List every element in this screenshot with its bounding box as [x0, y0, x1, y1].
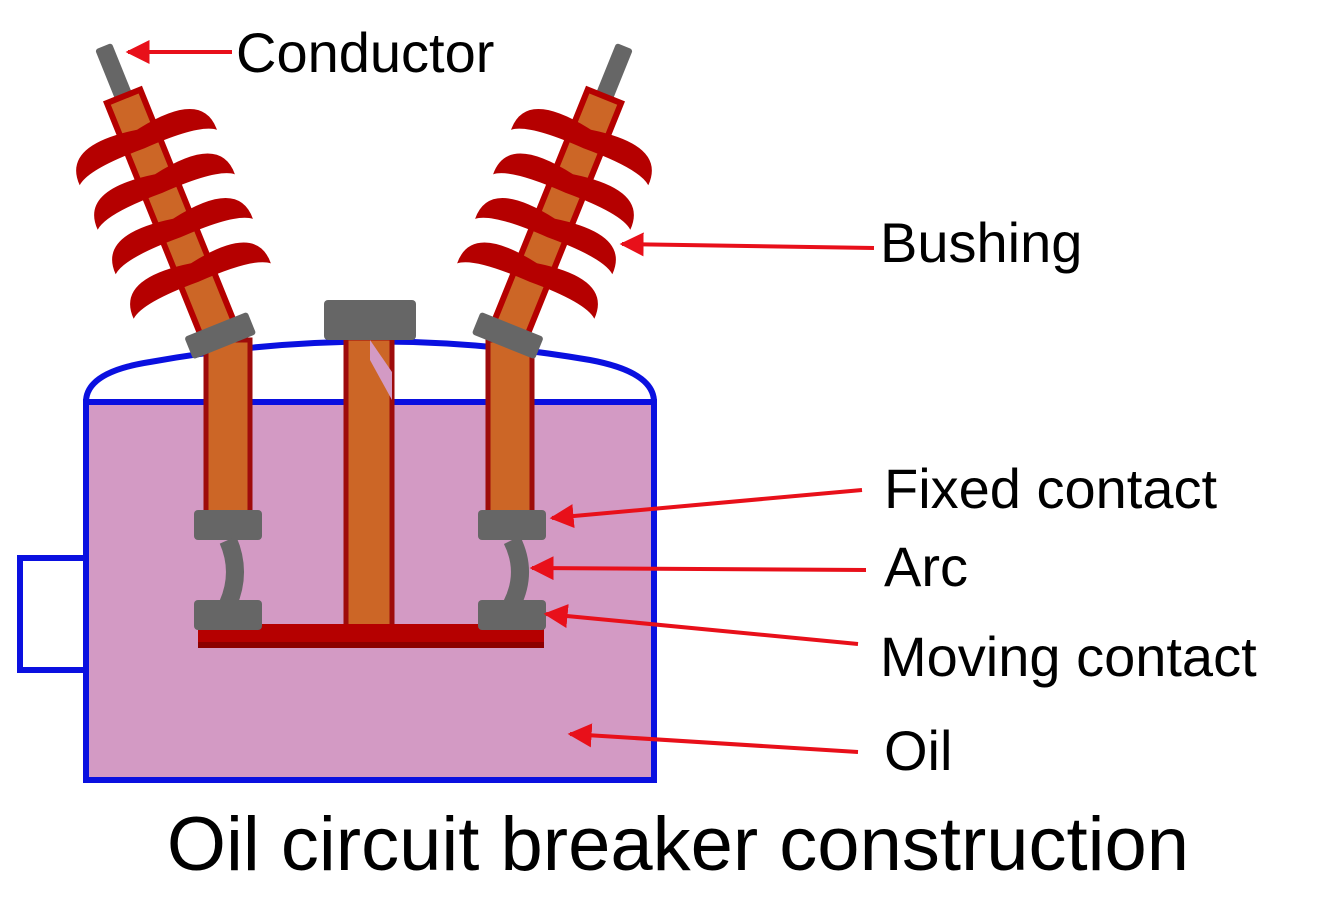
left-fixed-contact — [194, 510, 262, 540]
right-bushing-clamp — [472, 312, 543, 359]
left-bushing-shed-4 — [130, 242, 271, 319]
left-bushing-shed-3 — [112, 198, 253, 275]
right-bushing-shed-2 — [493, 153, 634, 230]
right-internal-conductor — [485, 337, 535, 521]
right-moving-contact — [478, 600, 546, 630]
pointer-arrows — [125, 40, 875, 754]
fixed-contact-label: Fixed contact — [884, 457, 1217, 520]
left-contact-assembly — [194, 510, 262, 630]
moving-contact-bar-shade — [198, 642, 544, 648]
moving-contact-pointer — [543, 604, 859, 646]
tank — [17, 338, 658, 783]
left-internal-conductor — [203, 337, 253, 521]
moving-contact-label: Moving contact — [880, 625, 1257, 688]
right-bushing-shed-4 — [457, 242, 598, 319]
oil-pointer — [567, 723, 859, 754]
rod-top-cap — [324, 300, 416, 340]
rod-diagonal-shade — [370, 340, 392, 400]
arc-label: Arc — [884, 535, 968, 598]
conductor-label: Conductor — [236, 21, 494, 84]
right-fixed-contact — [478, 510, 546, 540]
left-bushing-shed-1 — [76, 109, 217, 186]
right-bushing-shed-1 — [511, 109, 652, 186]
labels: Conductor Bushing Fixed contact Arc Movi… — [167, 21, 1257, 887]
left-bushing-clamp — [185, 312, 256, 359]
fixed-contact-pointer — [549, 488, 863, 529]
bushing-pointer — [619, 232, 875, 257]
right-bushing-shed-3 — [475, 198, 616, 275]
left-conductor-terminal — [95, 43, 134, 105]
oil-label: Oil — [884, 719, 952, 782]
right-arc — [503, 535, 529, 609]
right-conductor-terminal — [594, 43, 633, 105]
right-bushing — [457, 43, 652, 359]
arc-pointer — [529, 556, 867, 581]
left-moving-contact — [194, 600, 262, 630]
tank-side-box — [17, 555, 89, 673]
left-arc — [219, 536, 244, 608]
bushing-label: Bushing — [880, 211, 1082, 274]
left-bushing — [76, 43, 271, 359]
right-contact-assembly — [478, 510, 546, 630]
diagram-title: Oil circuit breaker construction — [167, 802, 1189, 887]
left-bushing-shed-2 — [94, 153, 235, 230]
